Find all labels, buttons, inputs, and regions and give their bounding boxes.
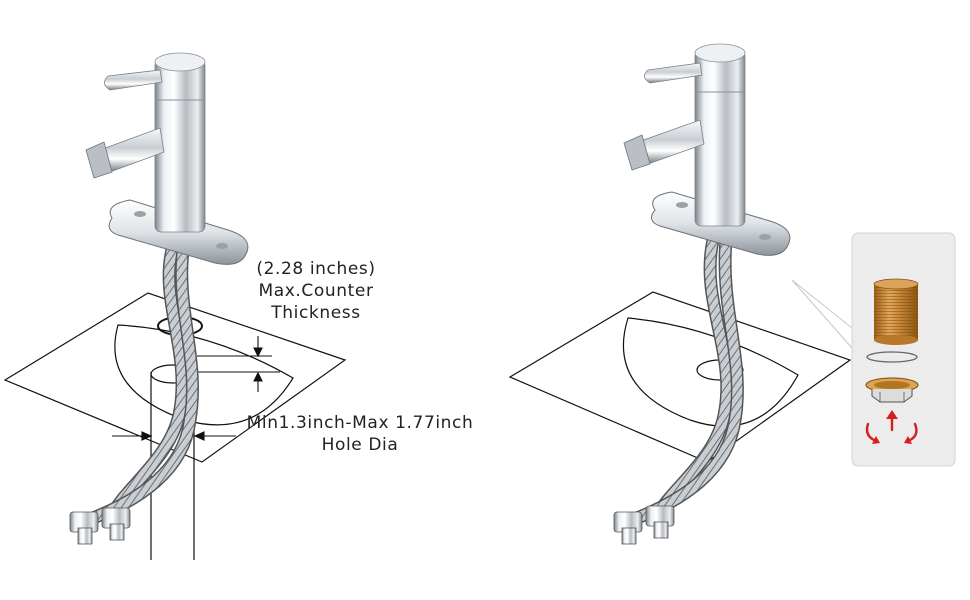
hose-fitting	[613, 511, 643, 545]
rubber-washer-icon	[866, 351, 918, 363]
parts-callout-panel	[851, 232, 956, 467]
counter-thickness-caption-2: Thickness	[271, 303, 361, 323]
mounting-nut-icon	[865, 377, 919, 403]
hose-fitting	[101, 507, 131, 541]
threaded-shank-icon	[873, 278, 919, 345]
right-installation-view	[508, 43, 852, 545]
hose-fitting	[69, 511, 99, 545]
left-installation-view	[3, 52, 347, 560]
hole-diameter-dimension	[112, 431, 236, 441]
hole-diameter-caption: Hole Dia	[321, 435, 399, 455]
countertop-outline	[3, 292, 347, 463]
counter-thickness-caption: Max.Counter	[258, 281, 374, 301]
hose-fitting	[645, 505, 675, 539]
supply-hoses	[613, 238, 744, 545]
counter-thickness-label: (2.28 inches) Max.Counter Thickness	[246, 258, 386, 324]
sink-bowl-outline	[114, 324, 294, 426]
faucet	[85, 52, 206, 233]
sink-bowl-outline	[622, 317, 799, 427]
callout-connector	[791, 279, 853, 349]
thickness-dimension	[197, 336, 280, 392]
counter-thickness-value: (2.28 inches)	[256, 259, 376, 279]
hole-diameter-label: Min1.3inch-Max 1.77inch Hole Dia	[240, 412, 480, 456]
supply-hoses	[69, 248, 199, 545]
tighten-rotation-arrows-icon	[865, 410, 918, 444]
countertop-outline	[508, 291, 852, 463]
hole-diameter-range: Min1.3inch-Max 1.77inch	[246, 413, 474, 433]
faucet	[623, 43, 746, 227]
